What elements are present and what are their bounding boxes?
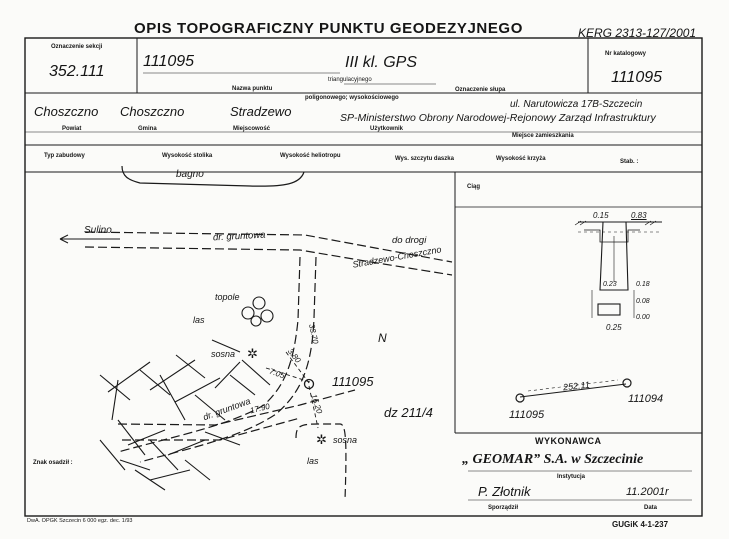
measure-line-2	[265, 367, 311, 383]
footer-print-info: DwA. OPGK Szczecin 6 000 egz. dec. 1/93	[27, 518, 133, 524]
footer-form-code: GUGiK 4-1-237	[612, 520, 669, 529]
executor-heading: WYKONAWCA	[535, 436, 602, 446]
point-type-line1: triangulacyjnego	[328, 77, 372, 83]
mark-bottom: 0.25	[606, 323, 622, 332]
side-road-left	[117, 256, 301, 453]
znak-label: Znak osadził :	[33, 460, 73, 466]
parcel-line	[295, 423, 347, 501]
map-sosna-2: sosna	[333, 435, 358, 445]
map-north: N	[378, 331, 387, 345]
uzytkownik-value: SP-Ministerstwo Obrony Narodowej-Rejonow…	[340, 112, 656, 124]
map-topole: topole	[215, 292, 240, 302]
col-stab: Stab. :	[620, 159, 639, 165]
side-road-right	[139, 256, 317, 463]
data-label: Data	[644, 505, 658, 511]
executor-person: P. Złotnik	[478, 484, 531, 499]
point-name-label: Nazwa punktu	[232, 86, 273, 92]
catalog-value: 111095	[611, 69, 663, 86]
miejscowosc-label: Miejscowość	[233, 126, 271, 132]
ciag-label: Ciąg	[467, 184, 481, 190]
point-class: III kl. GPS	[345, 54, 418, 71]
executor-institution-label: Instytucja	[557, 474, 586, 480]
catalog-label: Nr katalogowy	[605, 51, 647, 57]
swamp-outline	[121, 165, 305, 187]
map-point-label: 111095	[332, 374, 374, 389]
sulino-arrow	[59, 234, 120, 244]
pine-tree-icon: ✲	[316, 432, 327, 447]
section-value: 352.111	[49, 63, 105, 80]
point-type-line2: poligonowego; wysokościowego	[305, 95, 399, 101]
mark-r4: 0.00	[636, 314, 650, 321]
map-parcel: dz 211/4	[384, 405, 433, 420]
mark-r1: 0.23	[603, 281, 617, 288]
mark-r2: 0.18	[636, 281, 650, 288]
kerg-number: KERG 2313-127/2001	[578, 26, 697, 40]
section-label: Oznaczenie sekcji	[51, 44, 103, 50]
powiat-label: Powiat	[62, 126, 82, 132]
gmina-label: Gmina	[138, 126, 157, 132]
mark-top: 0.15	[593, 211, 609, 220]
executor-date: 11.2001r	[626, 486, 669, 498]
map-bagno: bagno	[176, 169, 204, 180]
col-heliotrop: Wysokość heliotropu	[280, 153, 341, 159]
form-title: OPIS TOPOGRAFICZNY PUNKTU GEODEZYJNEGO	[134, 20, 523, 37]
pine-tree-icon: ✲	[247, 346, 258, 361]
map-sosna-1: sosna	[211, 349, 236, 359]
uzytkownik-label: Użytkownik	[370, 126, 404, 132]
mark-width: 0.83	[631, 211, 647, 220]
link-to: 111094	[628, 393, 664, 405]
map-las-2: las	[307, 456, 319, 466]
link-line	[519, 383, 627, 398]
measure-line-3	[308, 385, 319, 429]
link-from: 111095	[509, 409, 545, 421]
form-frame	[24, 37, 703, 517]
map-sketch	[59, 165, 453, 501]
map-sulino: Sulino	[84, 225, 112, 236]
miejscowosc-value: Stradzewo	[230, 104, 292, 119]
main-road-line-2	[84, 246, 453, 276]
point-marker	[303, 378, 315, 390]
gmina-value: Choszczno	[120, 104, 185, 119]
col-krzyz: Wysokość krzyża	[496, 156, 546, 162]
main-road-line-1	[84, 231, 453, 263]
powiat-value: Choszczno	[34, 104, 99, 119]
map-do-drogi: do drogi	[392, 235, 427, 246]
address-value: ul. Narutowicza 17B-Szczecin	[510, 99, 643, 110]
pillar-sketch	[519, 220, 662, 398]
col-daszek: Wys. szczytu daszka	[395, 156, 454, 162]
dirt-road-2	[122, 417, 301, 441]
poplar-trees	[241, 296, 274, 327]
mark-r3: 0.08	[636, 298, 650, 305]
sporzadzil-label: Sporządził	[488, 505, 519, 511]
executor-company: „ GEOMAR” S.A. w Szczecinie	[462, 452, 644, 467]
map-dr-gruntowa: dr. gruntowa	[212, 229, 266, 244]
forest-scribbles	[99, 339, 271, 491]
col-stolik: Wysokość stolika	[162, 153, 213, 159]
dirt-road-1	[117, 389, 356, 426]
pillar-label: Oznaczenie słupa	[455, 87, 506, 93]
miejsce-label: Miejsce zamieszkania	[512, 133, 574, 139]
map-las-1: las	[193, 315, 205, 325]
col-typ: Typ zabudowy	[44, 153, 85, 159]
point-number: 111095	[143, 53, 195, 70]
